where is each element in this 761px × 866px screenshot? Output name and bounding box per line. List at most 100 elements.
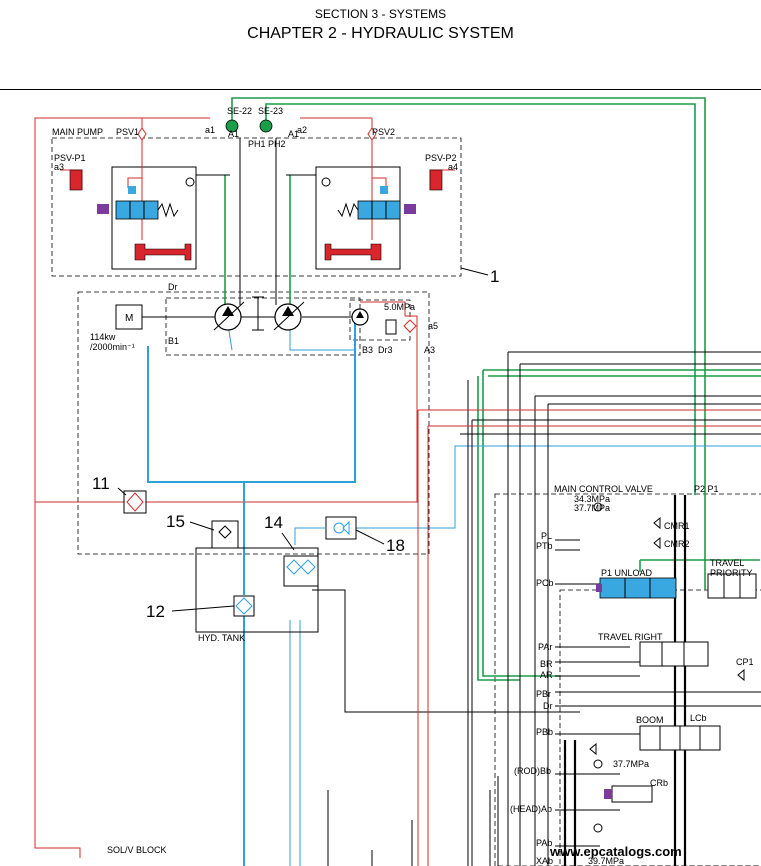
cmr2-check-icon	[653, 536, 661, 550]
label-psv2: PSV2	[372, 127, 395, 137]
label-cp1: CP1	[736, 657, 754, 667]
label-p2p1: P2 P1	[694, 484, 719, 494]
label-rod-bb: (ROD)Bb	[514, 766, 551, 776]
pilot-filter-icon	[403, 319, 417, 333]
diagram-labels: SE-22 SE-23 MAIN PUMP PSV1 PSV2 a1 A1 A1…	[52, 106, 754, 866]
pump-unit-frame	[77, 291, 430, 555]
label-a3: a3	[54, 162, 64, 172]
travel-priority-spool-icon	[707, 573, 757, 599]
label-crb: CRb	[650, 778, 668, 788]
psv-p1-icon	[69, 169, 83, 191]
pump-assembly-frame	[165, 297, 361, 356]
callout-11: 11	[92, 474, 110, 493]
servo-cylinders	[134, 177, 382, 261]
label-ptb: PTb	[536, 541, 553, 551]
label-dr3: Dr3	[378, 345, 393, 355]
label-se23: SE-23	[258, 106, 283, 116]
watermark: www.epcatalogs.com	[549, 844, 682, 859]
boom-check-icon	[589, 742, 597, 756]
psv-valves	[69, 127, 443, 191]
label-p1-unload: P1 UNLOAD	[601, 568, 653, 578]
label-press-377b: 37.7MPa	[613, 759, 649, 769]
label-motor: M	[125, 313, 133, 324]
label-a2-small: a2	[297, 125, 307, 135]
label-a4: a4	[448, 162, 458, 172]
cp1-check-icon	[737, 668, 745, 682]
label-travel-right: TRAVEL RIGHT	[598, 632, 663, 642]
label-pl: PL	[541, 531, 552, 541]
label-dr: Dr	[168, 282, 178, 292]
green-line-outer	[231, 97, 706, 590]
label-lcb: LCb	[690, 713, 707, 723]
label-travel-priority-2: PRIORITY	[710, 568, 753, 578]
callout-18: 18	[386, 536, 405, 555]
label-xab: XAb	[536, 856, 553, 866]
pilot-relief	[385, 319, 417, 335]
sensor-se23-icon	[259, 119, 273, 133]
label-ar: AR	[540, 670, 553, 680]
pilot-red-right	[417, 409, 761, 866]
chapter-title: CHAPTER 2 - HYDRAULIC SYSTEM	[247, 25, 514, 42]
relief-boom-icon	[593, 759, 603, 769]
tank-components	[123, 490, 357, 633]
label-b1: B1	[168, 336, 179, 346]
label-press-343: 34.3MPa	[574, 494, 610, 504]
label-b3: B3	[362, 345, 373, 355]
main-lines	[142, 138, 761, 866]
section-title: SECTION 3 - SYSTEMS	[314, 7, 447, 21]
label-power: 114kw	[90, 332, 116, 342]
section-frame	[559, 589, 761, 866]
label-a1-small: a1	[205, 125, 215, 135]
callout-15: 15	[166, 512, 185, 531]
callouts: 1 11 12 14 15 18	[92, 267, 499, 621]
label-mcv: MAIN CONTROL VALVE	[554, 484, 653, 494]
regulator-spools	[97, 186, 416, 220]
hyd-tank-icon	[195, 547, 319, 633]
relief-397-icon	[593, 823, 603, 833]
spool-left-icon	[115, 200, 159, 220]
label-pcb: PCb	[536, 578, 554, 588]
label-relief-5: 5.0MPa	[384, 302, 415, 312]
label-psv-p2: PSV-P2	[425, 153, 457, 163]
label-psv-p1: PSV-P1	[54, 153, 86, 163]
label-press-377: 37.7MPa	[574, 503, 610, 513]
label-psv1: PSV1	[116, 127, 139, 137]
suction-line	[147, 320, 356, 483]
label-speed: /2000min⁻¹	[90, 342, 135, 352]
callout-14: 14	[264, 513, 283, 532]
label-br: BR	[540, 659, 553, 669]
label-ph2: PH2	[268, 139, 286, 149]
servo-right-icon	[324, 243, 382, 261]
p1-unload-spool-icon	[599, 577, 677, 599]
servo-left-icon	[134, 243, 192, 261]
heavy-lines	[563, 495, 687, 866]
label-cmr2: CMR2	[664, 539, 690, 549]
label-ph1: PH1	[248, 139, 266, 149]
motor-icon	[115, 304, 143, 330]
main-pumps	[142, 296, 369, 331]
relief-valve-icon	[385, 319, 397, 335]
psv-p2-icon	[429, 169, 443, 191]
pilot-line-a3	[35, 315, 418, 503]
label-boom: BOOM	[636, 715, 664, 725]
label-main-pump: MAIN PUMP	[52, 127, 103, 137]
return-filter-icon	[283, 555, 319, 587]
label-pbb: PBb	[536, 727, 553, 737]
label-hyd-tank: HYD. TANK	[198, 633, 245, 643]
sensor-se22-icon	[225, 119, 239, 133]
label-sol-block: SOL/V BLOCK	[107, 845, 167, 855]
label-pbr: PBr	[536, 689, 551, 699]
label-a2-port: A1	[288, 129, 299, 139]
control-valve-spools	[589, 502, 757, 833]
motor	[115, 304, 143, 330]
crb-valve-icon	[611, 785, 653, 803]
callout-1: 1	[490, 267, 499, 286]
travel-right-spool-icon	[639, 641, 709, 667]
label-a1-port: A1	[228, 129, 239, 139]
label-head-ab: (HEAD)Ab	[510, 804, 552, 814]
header-rule	[0, 89, 761, 90]
breather-icon	[211, 520, 239, 549]
label-se22: SE-22	[227, 106, 252, 116]
regulator-left	[111, 166, 197, 270]
